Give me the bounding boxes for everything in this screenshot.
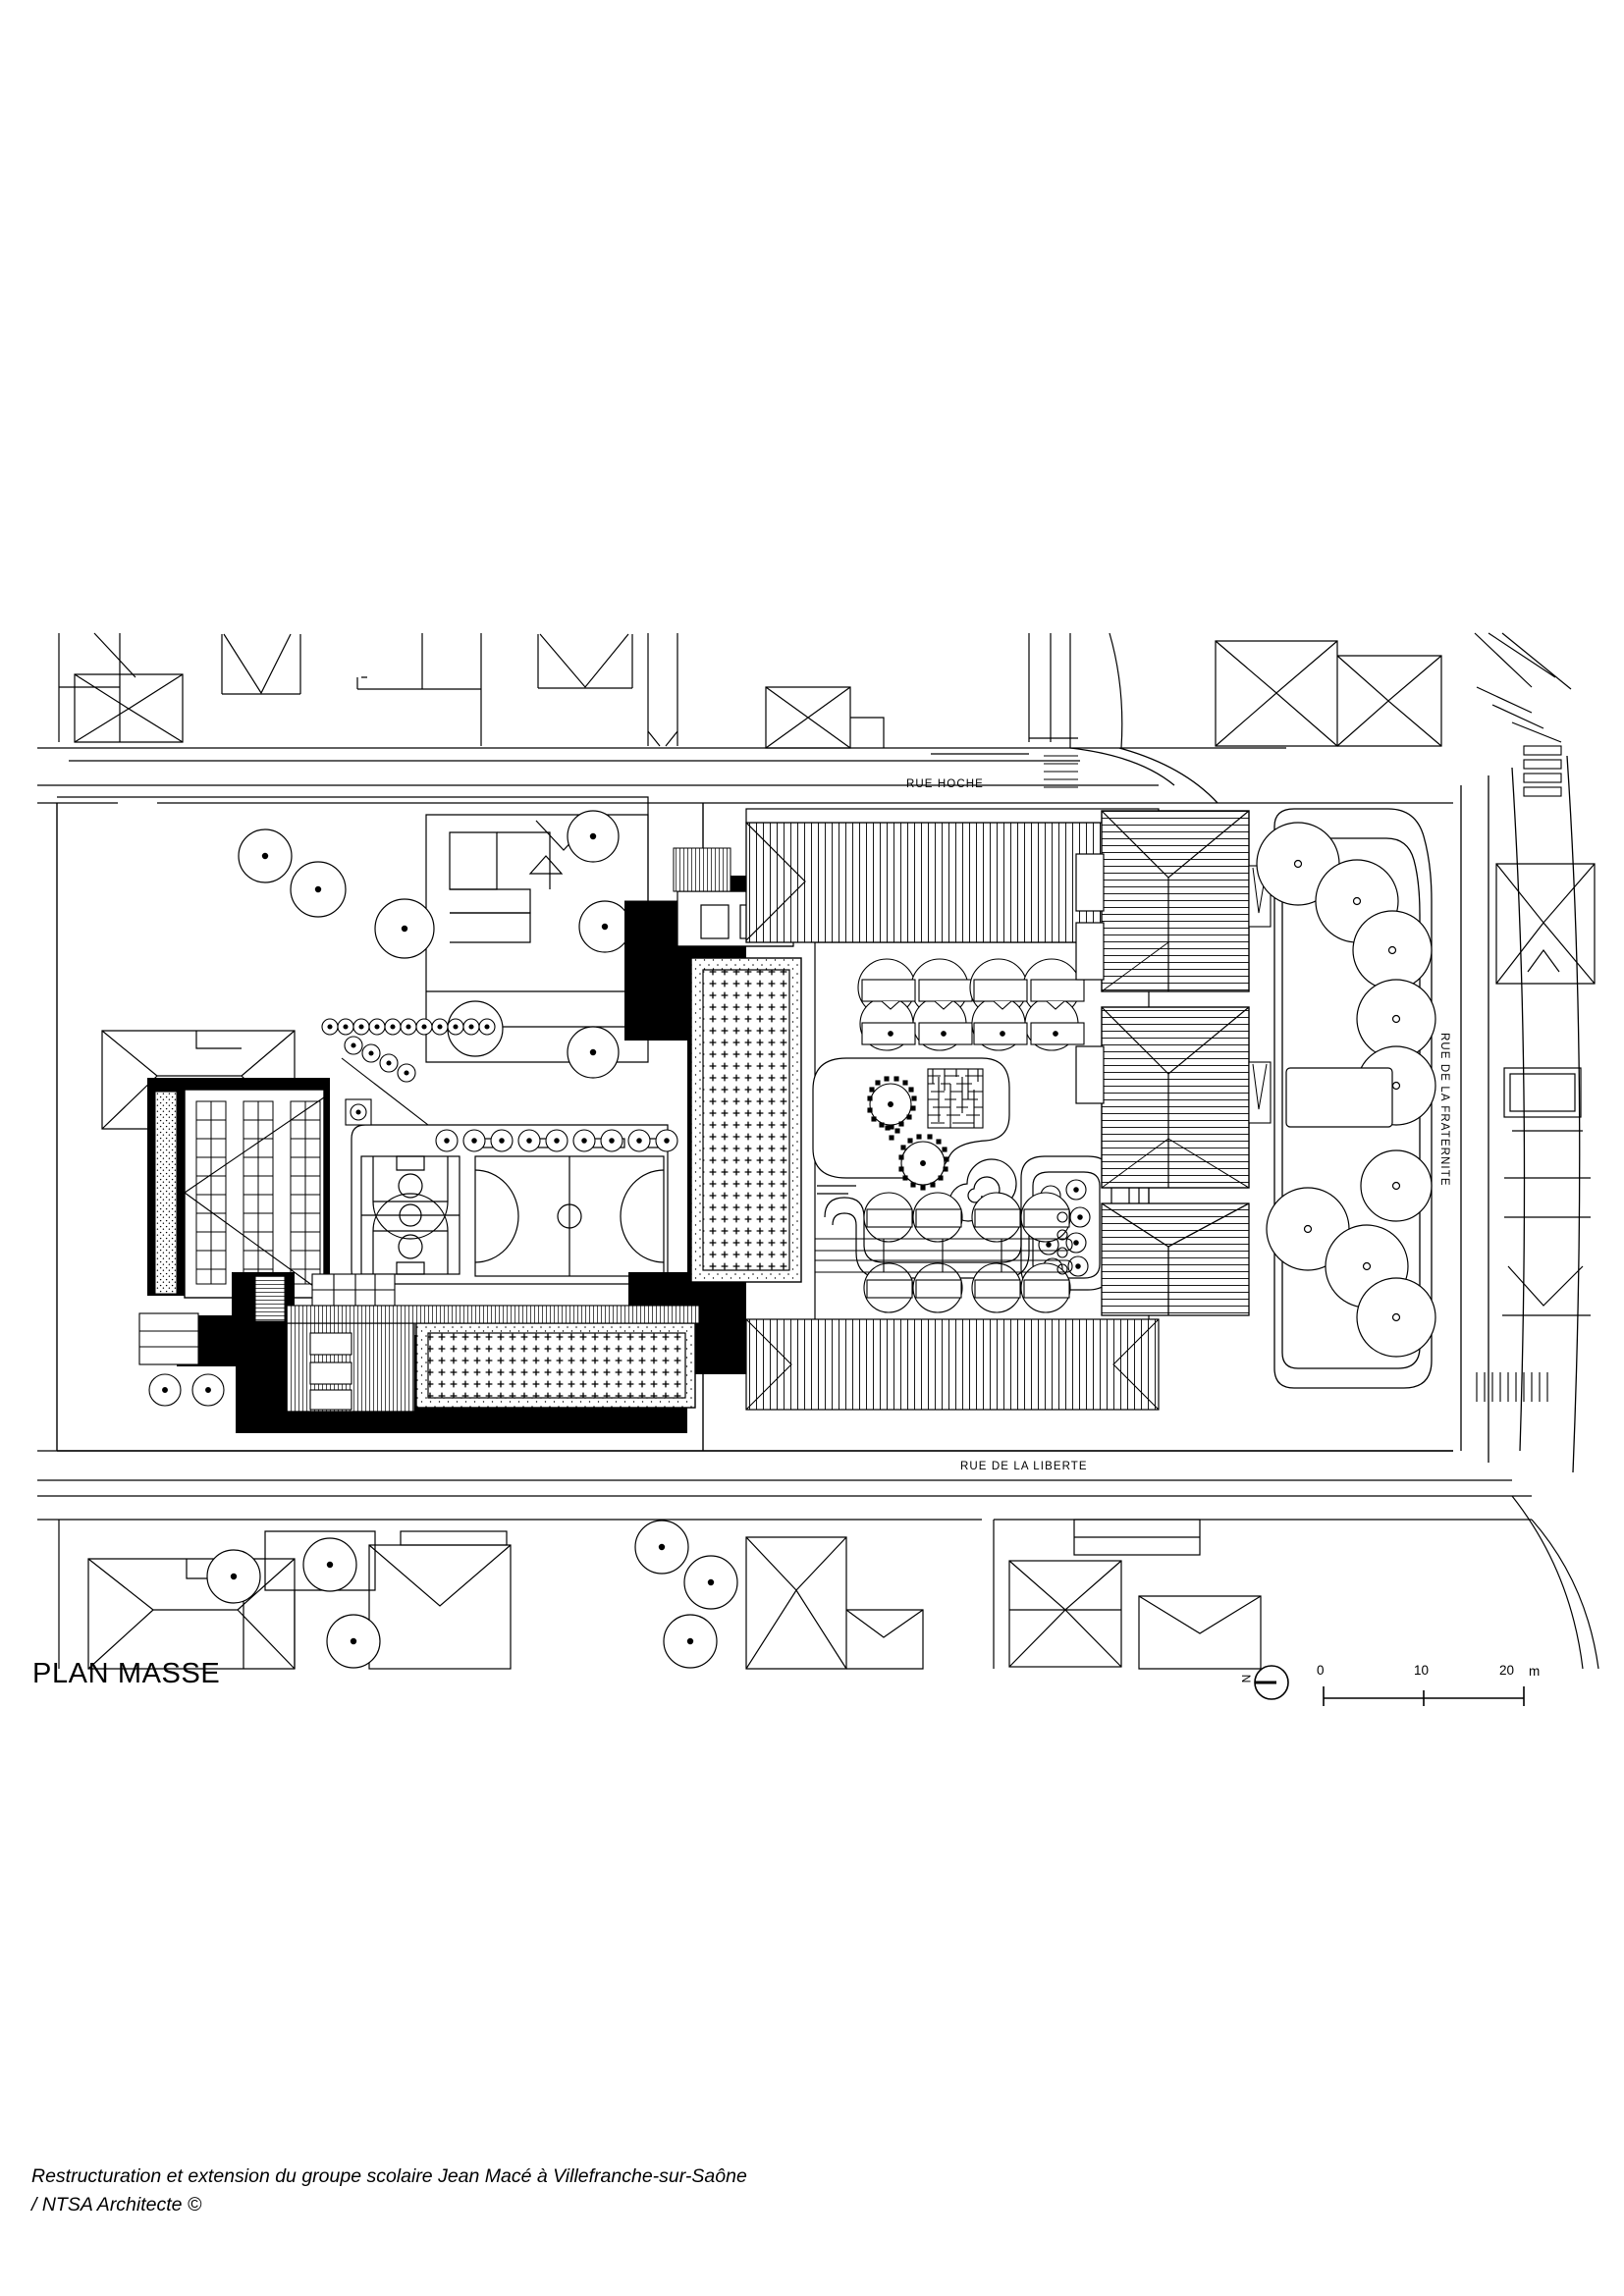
context-south-block: [37, 1519, 1532, 1670]
east-building-north: [1101, 810, 1272, 992]
seating-tree-cluster-upper: [857, 958, 1085, 1051]
project-caption: Restructuration et extension du groupe s…: [31, 2163, 747, 2218]
street-label-rue-de-la-fraternite: RUE DE LA FRATERNITE: [1438, 1033, 1450, 1187]
page-title: PLAN MASSE: [32, 1658, 221, 1689]
linear-beds: [815, 1211, 1073, 1275]
trees-west: [238, 810, 631, 1079]
east-context-buildings: [1495, 863, 1596, 1316]
rue-hoche: [37, 747, 1453, 804]
ribbed-roof-south: [745, 1318, 1160, 1411]
terrace-horizontal: [415, 1322, 696, 1409]
roof-north-upper: [745, 808, 1160, 824]
north-arrow-label: N: [1239, 1674, 1254, 1683]
shrub-row: [341, 1036, 678, 1152]
scalebar-unit: m: [1529, 1664, 1541, 1679]
scalebar-graphic: [1323, 1686, 1525, 1706]
small-trees-lower-left: [148, 1373, 225, 1407]
planter-row-diagonal: [321, 1018, 496, 1126]
scalebar-tick-10: 10: [1414, 1663, 1430, 1678]
rue-liberte: [37, 1450, 1532, 1497]
crosswalk-fraternite-north: [1523, 745, 1562, 797]
trees-east: [1256, 822, 1436, 1358]
maze-pattern: [927, 1068, 984, 1129]
gymnasium: [147, 1078, 330, 1299]
stepping-circle-a: [867, 1076, 917, 1130]
east-building-south: [1101, 1006, 1272, 1189]
rue-fraternite: [1460, 755, 1581, 1473]
pergola-lower: [286, 1322, 415, 1413]
lobby-small: [311, 1273, 396, 1307]
east-building-lower: [1101, 1202, 1250, 1316]
sports-courts: [351, 1124, 671, 1285]
stair-core-west: [254, 1275, 286, 1322]
service-yard: [138, 1312, 199, 1365]
north-arrow-icon: [1254, 1665, 1289, 1700]
street-label-rue-hoche: RUE HOCHE: [906, 778, 984, 790]
seating-tree-cluster-lower: [863, 1192, 1071, 1313]
south-road-curve: [1511, 1495, 1599, 1670]
trees-south: [206, 1520, 738, 1669]
caption-line-1: Restructuration et extension du groupe s…: [31, 2165, 747, 2187]
canopy-ribs-top: [286, 1305, 700, 1324]
scalebar-tick-0: 0: [1317, 1663, 1325, 1678]
street-label-rue-de-la-liberte: RUE DE LA LIBERTE: [960, 1461, 1088, 1472]
scalebar-tick-20: 20: [1499, 1663, 1515, 1678]
caption-line-2: / NTSA Architecte ©: [31, 2193, 202, 2216]
east-building-links: [1075, 853, 1105, 1104]
east-garden-pavilion: [1285, 1067, 1393, 1128]
context-north-block: [58, 632, 1572, 755]
crosswalk-fraternite-south: [1476, 1372, 1548, 1402]
stair-ribs-north: [673, 847, 731, 892]
crosswalk-hoche: [1044, 755, 1078, 788]
spiral-path: [948, 1158, 1017, 1222]
stepping-circle-b: [885, 1125, 949, 1191]
terrace-vertical: [690, 957, 802, 1283]
